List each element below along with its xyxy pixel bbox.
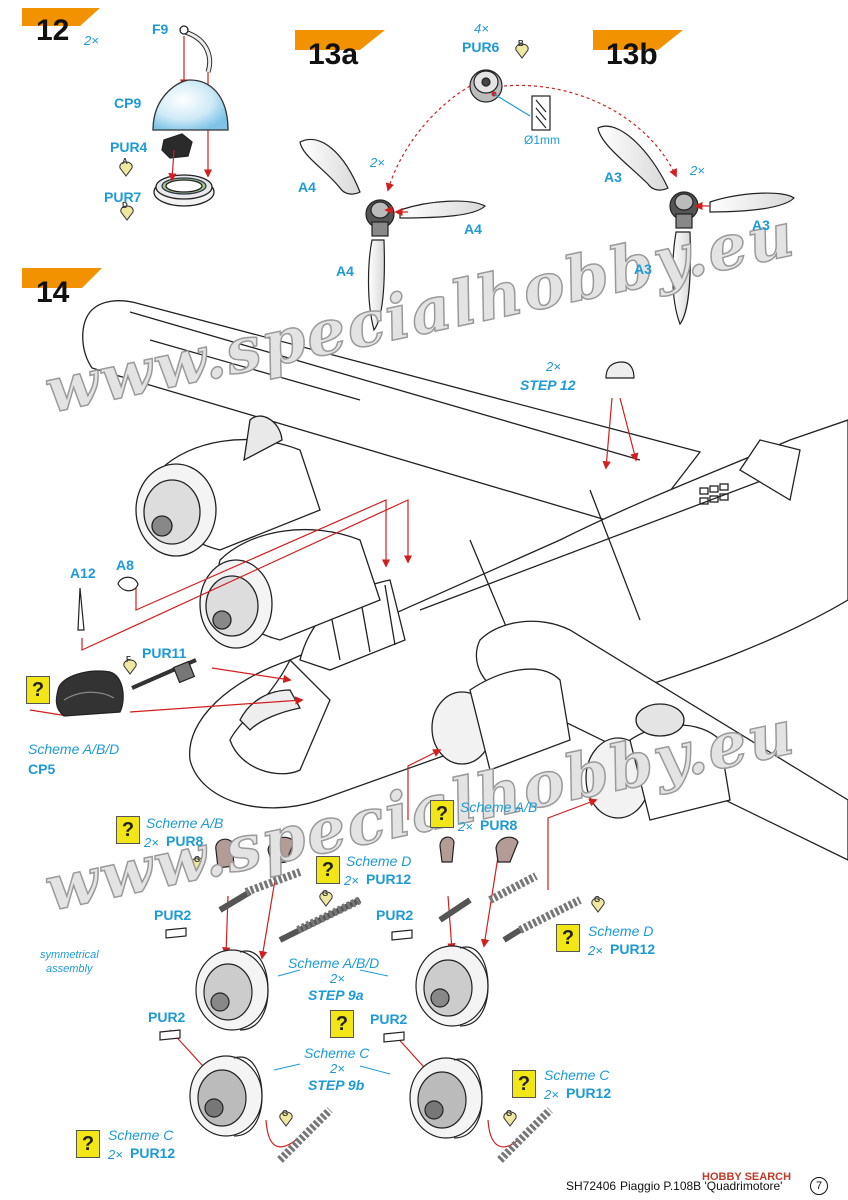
label-2x-pur12-right: 2× (588, 943, 603, 958)
label-2x-pur8-left: 2× (144, 835, 159, 850)
step-13b-number: 13b (606, 38, 658, 71)
label-pur12-c-right: PUR12 (566, 1085, 612, 1101)
badge-g-4: G (282, 1109, 289, 1118)
drop-badges (119, 43, 605, 1127)
label-step-9b: STEP 9b (308, 1077, 365, 1093)
label-pur12-c-left: PUR12 (130, 1145, 176, 1161)
label-2x-9a: 2× (330, 971, 345, 986)
label-scheme-ab-left: Scheme A/B (146, 815, 224, 831)
question-box-pur12-c-left: ? (76, 1130, 100, 1158)
label-pur8-left: PUR8 (166, 833, 204, 849)
question-box-cp5: ? (26, 676, 50, 704)
label-assembly: assembly (46, 963, 93, 975)
aircraft-drawing (82, 300, 848, 861)
label-pur11: PUR11 (142, 645, 187, 661)
badge-g-2: G (322, 889, 329, 898)
badge-g-5: G (506, 1109, 513, 1118)
label-a3-bottom: A3 (634, 261, 652, 277)
label-scheme-abd-cp5: Scheme A/B/D (28, 741, 120, 757)
step12-parts (152, 25, 229, 207)
label-a8: A8 (116, 557, 134, 573)
label-cp9: CP9 (114, 95, 142, 111)
label-drill: Ø1mm (524, 133, 560, 147)
question-box-9b: ? (330, 1010, 354, 1038)
label-a3-left: A3 (604, 169, 622, 185)
label-pur2-left-top: PUR2 (154, 907, 192, 923)
badge-b: B (518, 39, 524, 48)
label-4x: 4× (474, 21, 489, 36)
label-2x-pur12-c-left: 2× (108, 1147, 123, 1162)
label-scheme-d-right: Scheme D (588, 923, 654, 939)
label-symmetrical: symmetrical (40, 949, 99, 961)
label-pur2-right-bottom: PUR2 (370, 1011, 408, 1027)
question-box-pur12-right: ? (556, 924, 580, 952)
label-a4-bottom: A4 (336, 263, 354, 279)
step-13a-number: 13a (308, 38, 359, 71)
label-a4-left: A4 (298, 179, 316, 195)
label-a12: A12 (70, 565, 96, 581)
step-12-number: 12 (36, 14, 70, 47)
label-scheme-abd-9a: Scheme A/B/D (288, 955, 380, 971)
label-2x-13a: 2× (370, 155, 385, 170)
label-pur7: PUR7 (104, 189, 142, 205)
question-box-pur12-left: ? (316, 856, 340, 884)
label-pur8-right: PUR8 (480, 817, 518, 833)
label-pur12-left: PUR12 (366, 871, 412, 887)
step14-parts (55, 361, 635, 1163)
label-cp5: CP5 (28, 761, 56, 777)
label-2x-13b: 2× (690, 163, 705, 178)
badge-d: D (122, 201, 128, 210)
label-scheme-d-left: Scheme D (346, 853, 412, 869)
label-step-9a: STEP 9a (308, 987, 364, 1003)
footer-brand: HOBBY SEARCH (702, 1171, 792, 1183)
step-14-number: 14 (36, 276, 70, 309)
label-pur2-left-bottom: PUR2 (148, 1009, 186, 1025)
question-box-pur8-right: ? (430, 800, 454, 828)
badge-f: F (126, 655, 131, 664)
label-step-12-ref: STEP 12 (520, 377, 576, 393)
label-a3-right: A3 (752, 217, 770, 233)
label-pur2-right-top: PUR2 (376, 907, 414, 923)
step-flags (22, 8, 683, 288)
step-12-count: 2× (84, 33, 99, 48)
label-2x-step12: 2× (546, 359, 561, 374)
badge-g-1: G (194, 855, 201, 864)
page-number: 7 (810, 1177, 828, 1195)
label-scheme-c-9b: Scheme C (304, 1045, 370, 1061)
label-pur12-right: PUR12 (610, 941, 656, 957)
badge-g-3: G (594, 895, 601, 904)
question-box-pur8-left: ? (116, 816, 140, 844)
badge-a: A (122, 157, 128, 166)
label-f9: F9 (152, 21, 169, 37)
label-2x-pur12-left: 2× (344, 873, 359, 888)
label-a4-right: A4 (464, 221, 482, 237)
label-scheme-ab-right: Scheme A/B (460, 799, 538, 815)
footer-code: SH72406 (566, 1179, 617, 1193)
label-scheme-c-left: Scheme C (108, 1127, 174, 1143)
footer-title: Piaggio P.108B 'Quadrimotore' (620, 1179, 783, 1193)
label-2x-9b: 2× (330, 1061, 345, 1076)
label-pur6: PUR6 (462, 39, 500, 55)
label-scheme-c-right: Scheme C (544, 1067, 610, 1083)
step13-parts (299, 69, 795, 332)
question-box-pur12-c-right: ? (512, 1070, 536, 1098)
label-2x-pur12-c-right: 2× (544, 1087, 559, 1102)
label-2x-pur8-right: 2× (458, 819, 473, 834)
label-pur4: PUR4 (110, 139, 148, 155)
